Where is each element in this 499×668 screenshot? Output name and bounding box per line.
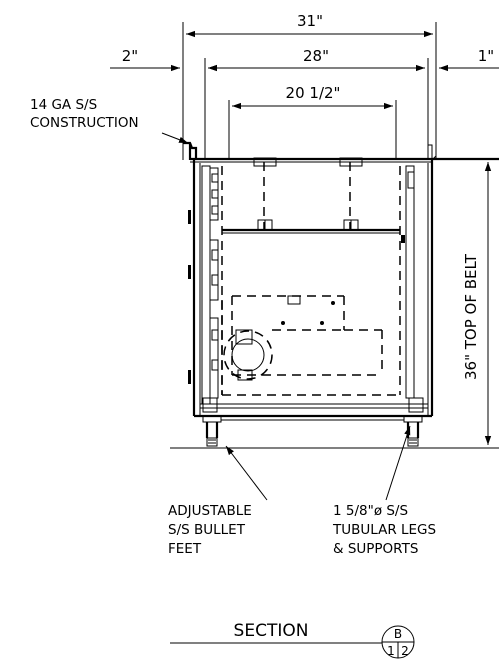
drawer-slides [253, 157, 363, 231]
dim-left-offset-label: 2" [122, 47, 138, 65]
dim-drawer-width-label: 20 1/2" [286, 84, 341, 102]
note-construction: 14 GA S/S CONSTRUCTION [30, 97, 189, 144]
dim-height-label: 36" TOP OF BELT [462, 253, 480, 380]
dimension-right-offset: 1" [439, 47, 499, 72]
note-feet-line3: FEET [168, 541, 202, 557]
section-bubble-num-right: 2 [401, 644, 409, 658]
right-frame-components [401, 165, 415, 399]
note-construction-line2: CONSTRUCTION [30, 115, 139, 131]
section-title: SECTION B 1 2 [170, 621, 415, 659]
section-bubble: B 1 2 [381, 625, 415, 659]
note-feet-line1: ADJUSTABLE [168, 503, 252, 519]
dimension-drawer-width: 20 1/2" [228, 84, 397, 160]
left-frame-components [188, 165, 424, 413]
note-legs-line1: 1 5/8"ø S/S [333, 503, 408, 519]
drive-motor [223, 295, 335, 381]
right-leg [403, 415, 423, 447]
note-feet-line2: S/S BULLET [168, 522, 246, 538]
section-bubble-num-left: 1 [387, 644, 395, 658]
note-legs-line2: TUBULAR LEGS [332, 522, 436, 538]
counter-top [183, 141, 499, 163]
dimension-left-offset: 2" [110, 47, 228, 72]
dimension-inner-width: 28" [204, 47, 429, 160]
dim-inner-width-label: 28" [303, 47, 329, 65]
dim-overall-width-label: 31" [297, 12, 323, 30]
section-bubble-letter: B [394, 627, 402, 641]
note-legs: 1 5/8"ø S/S TUBULAR LEGS & SUPPORTS [332, 425, 436, 557]
dimension-height: 36" TOP OF BELT [462, 162, 492, 445]
left-leg [202, 415, 222, 447]
note-feet: ADJUSTABLE S/S BULLET FEET [168, 445, 268, 557]
shelf [222, 228, 400, 234]
note-construction-line1: 14 GA S/S [30, 97, 97, 113]
note-legs-line3: & SUPPORTS [333, 541, 418, 557]
dim-right-offset-label: 1" [478, 47, 494, 65]
section-label: SECTION [234, 621, 309, 641]
cabinet-body [192, 160, 434, 418]
drawer-outline [221, 166, 401, 396]
